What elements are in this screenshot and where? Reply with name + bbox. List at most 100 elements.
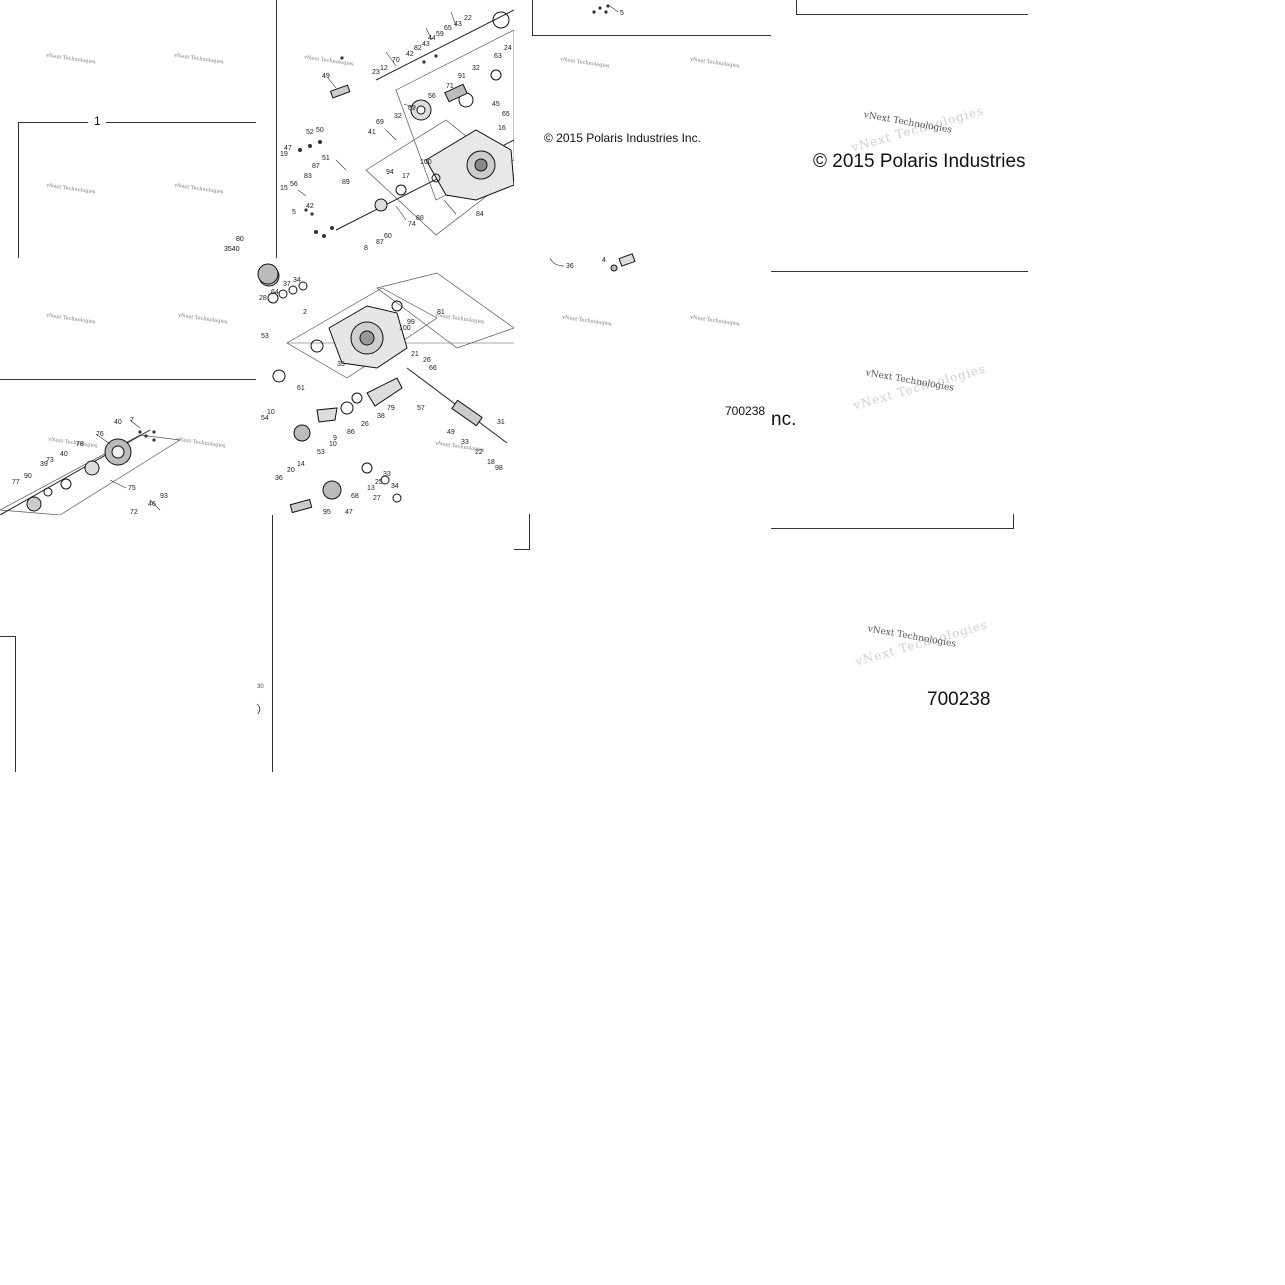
svg-text:53: 53 [317, 449, 325, 456]
svg-text:99: 99 [407, 319, 415, 326]
parts-fragment: 5 36 4 [549, 4, 636, 272]
svg-text:5: 5 [292, 209, 296, 216]
svg-text:21: 21 [411, 351, 419, 358]
svg-text:28: 28 [259, 295, 267, 302]
svg-text:74: 74 [408, 221, 416, 228]
figure-number: 700238 [725, 404, 766, 418]
svg-text:62: 62 [408, 105, 416, 112]
svg-text:24: 24 [504, 45, 512, 52]
tile-diagram-left: vNext Technologies vNext Technologies 40… [0, 380, 257, 515]
svg-text:47: 47 [345, 509, 353, 515]
svg-text:64: 64 [271, 289, 279, 296]
svg-text:100: 100 [399, 325, 411, 332]
svg-text:59: 59 [436, 31, 444, 38]
svg-text:10: 10 [267, 409, 275, 416]
svg-text:49: 49 [322, 73, 330, 80]
svg-text:93: 93 [160, 493, 168, 500]
svg-text:89: 89 [342, 179, 350, 186]
watermark-text: vNext Technologies [45, 312, 96, 326]
svg-text:98: 98 [495, 465, 503, 472]
svg-text:100: 100 [420, 159, 432, 166]
svg-text:73: 73 [46, 457, 54, 464]
frame-line [771, 528, 1014, 529]
watermark-text: vNext Technologies [173, 182, 224, 196]
svg-text:33: 33 [383, 471, 391, 478]
frame-line [771, 271, 1028, 272]
svg-text:40: 40 [60, 451, 68, 458]
figure-number: 700238 [927, 689, 991, 710]
watermark-text: vNext Technologies [177, 312, 228, 326]
svg-text:46: 46 [148, 501, 156, 508]
key-line [106, 122, 256, 123]
frame-line [272, 515, 273, 772]
svg-text:39: 39 [40, 461, 48, 468]
svg-text:71: 71 [446, 83, 454, 90]
svg-text:56: 56 [428, 93, 436, 100]
svg-text:32: 32 [394, 113, 402, 120]
svg-text:81: 81 [437, 309, 445, 316]
svg-text:12: 12 [380, 65, 388, 72]
svg-text:37: 37 [283, 281, 291, 288]
edge-fragment [256, 703, 261, 715]
svg-text:78: 78 [76, 441, 84, 448]
svg-text:34: 34 [391, 483, 399, 490]
svg-text:36: 36 [566, 263, 574, 270]
svg-text:13: 13 [367, 485, 375, 492]
svg-text:69: 69 [376, 119, 384, 126]
watermark-text: vNext Technologies [45, 52, 96, 66]
svg-text:9: 9 [333, 435, 337, 442]
svg-text:65: 65 [444, 25, 452, 32]
svg-text:66: 66 [429, 365, 437, 372]
svg-text:4: 4 [602, 257, 606, 264]
svg-text:32: 32 [472, 65, 480, 72]
tile-copyright-large: vNext Technologies vNext Technologies © … [771, 0, 1028, 772]
callout-edge: 80 [236, 236, 244, 243]
callout-edge-label: 35 [224, 246, 232, 253]
svg-text:26: 26 [361, 421, 369, 428]
svg-text:53: 53 [261, 333, 269, 340]
svg-text:7: 7 [130, 417, 134, 424]
svg-text:56: 56 [290, 181, 298, 188]
svg-text:36: 36 [275, 475, 283, 482]
svg-text:61: 61 [297, 385, 305, 392]
frame-line [514, 549, 530, 550]
svg-text:60: 60 [384, 233, 392, 240]
svg-text:17: 17 [402, 173, 410, 180]
watermark-text: vNext Technologies [689, 314, 740, 328]
svg-text:75: 75 [128, 485, 136, 492]
svg-text:45: 45 [492, 101, 500, 108]
svg-text:5: 5 [620, 10, 624, 17]
svg-text:95: 95 [323, 509, 331, 515]
svg-text:70: 70 [392, 57, 400, 64]
svg-text:33: 33 [461, 439, 469, 446]
tile-figure-small: vNext Technologies vNext Technologies 70… [514, 292, 771, 550]
svg-text:72: 72 [130, 509, 138, 515]
svg-text:22: 22 [464, 15, 472, 22]
svg-text:15: 15 [280, 185, 288, 192]
edge-gear [257, 263, 279, 285]
svg-text:10: 10 [329, 441, 337, 448]
svg-text:79: 79 [387, 405, 395, 412]
svg-text:41: 41 [368, 129, 376, 136]
tile-diagram-top: vNext Technologies [276, 0, 514, 258]
svg-text:40: 40 [114, 419, 122, 426]
svg-text:47: 47 [284, 145, 292, 152]
callout-edge: 3540 [224, 246, 240, 253]
watermark-text: vNext Technologies [45, 182, 96, 196]
svg-text:94: 94 [386, 169, 394, 176]
frame-line [532, 0, 533, 36]
svg-text:44: 44 [428, 35, 436, 42]
svg-text:57: 57 [417, 405, 425, 412]
svg-text:19: 19 [280, 151, 288, 158]
tile-diagram-mid: vNext Technologies vNext Technologies [257, 258, 514, 515]
watermark-text: vNext Technologies [561, 314, 612, 328]
frame-line [0, 379, 256, 380]
svg-text:22: 22 [475, 449, 483, 456]
svg-text:20: 20 [287, 467, 295, 474]
svg-text:16: 16 [498, 125, 506, 132]
copyright-text: © 2015 Polaris Industries I [813, 151, 1028, 172]
svg-text:51: 51 [322, 155, 330, 162]
